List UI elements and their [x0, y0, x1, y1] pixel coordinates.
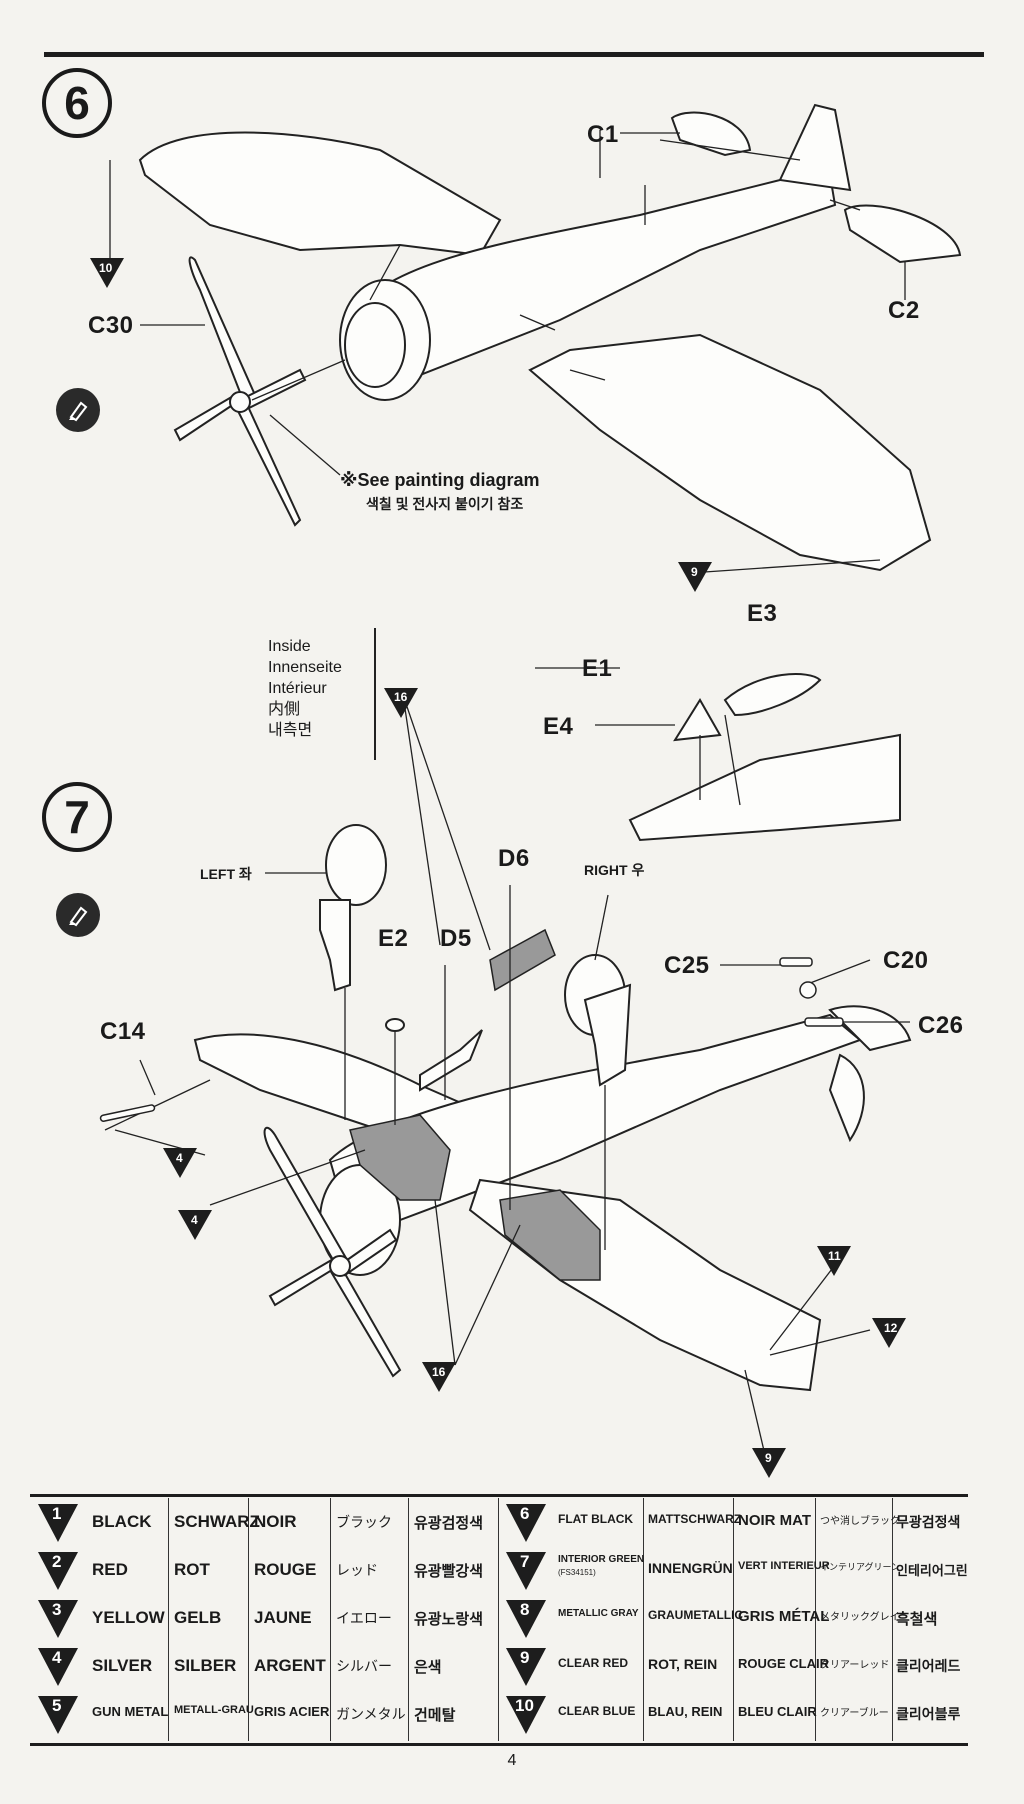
color-row-3: 3 YELLOW GELB JAUNE イエロー 유광노랑색 8 METALLI…: [30, 1594, 968, 1641]
top-rule: [44, 52, 984, 57]
paint-brush-icon-2: [56, 893, 100, 937]
color-badge-3: [38, 1600, 78, 1638]
color-badge-7: [506, 1552, 546, 1590]
color-badge-1: [38, 1504, 78, 1542]
paint-mark-4a: [163, 1148, 197, 1178]
part-c20-label: C20: [883, 947, 929, 974]
painting-note-en: ※See painting diagram: [340, 470, 540, 490]
part-e4-label: E4: [543, 713, 574, 740]
inside-fr: Intérieur: [268, 680, 327, 697]
color-badge-10: [506, 1696, 546, 1734]
inside-jp: 内側: [268, 701, 301, 718]
color-badge-6: [506, 1504, 546, 1542]
step-7-number: 7: [42, 782, 112, 852]
paint-mark-4a-num: 4: [176, 1151, 183, 1165]
color-badge-9: [506, 1648, 546, 1686]
paint-mark-9-num: 9: [691, 565, 698, 579]
table-bottom-rule: [30, 1743, 968, 1746]
paint-mark-12-num: 12: [884, 1321, 898, 1335]
part-d6-label: D6: [498, 845, 530, 872]
part-e3-label: E3: [747, 600, 778, 627]
color-row-1: 1 BLACK SCHWARZ NOIR ブラック 유광검정색 6 FLAT B…: [30, 1498, 968, 1545]
part-c26-label: C26: [918, 1012, 964, 1039]
right-gear-label: RIGHT 우: [584, 862, 645, 878]
paint-mark-11: [817, 1246, 851, 1276]
part-c25-label: C25: [664, 952, 710, 979]
inside-kr: 내측면: [268, 722, 313, 739]
page-number: 4: [507, 1752, 517, 1769]
paint-mark-4b: [178, 1210, 212, 1240]
part-c30-label: C30: [88, 312, 134, 339]
paint-mark-16-num: 16: [432, 1365, 446, 1379]
painting-note-kr: 색칠 및 전사지 붙이기 참조: [366, 496, 524, 512]
color-row-2: 2 RED ROT ROUGE レッド 유광빨강색 7 INTERIOR GRE…: [30, 1546, 968, 1593]
inside-legend: Inside Innenseite Intérieur 内側 내측면: [268, 636, 342, 741]
part-c2-label: C2: [888, 297, 920, 324]
part-d5-label: D5: [440, 925, 472, 952]
color-badge-4: [38, 1648, 78, 1686]
table-top-rule: [30, 1494, 968, 1497]
paint-mark-9b-num: 9: [765, 1451, 772, 1465]
part-e1-label: E1: [582, 655, 613, 682]
part-c14-label: C14: [100, 1018, 146, 1045]
part-e2-label: E2: [378, 925, 409, 952]
paint-mark-9: [678, 562, 712, 592]
color-badge-5: [38, 1696, 78, 1734]
paint-brush-icon: [56, 388, 100, 432]
part-c1-label: C1: [587, 121, 619, 148]
color-badge-8: [506, 1600, 546, 1638]
paint-mark-4b-num: 4: [191, 1213, 198, 1227]
paint-mark-16-inside-num: 16: [394, 690, 408, 704]
paint-mark-10: [90, 258, 124, 288]
left-gear-label: LEFT 좌: [200, 866, 252, 882]
paint-mark-9b: [752, 1448, 786, 1478]
paint-mark-11-num: 11: [828, 1249, 841, 1263]
color-row-5: 5 GUN METAL METALL-GRAU GRIS ACIER ガンメタル…: [30, 1690, 968, 1737]
paint-mark-16-inside: [384, 688, 418, 718]
inside-de: Innenseite: [268, 659, 342, 676]
step-6-number: 6: [42, 68, 112, 138]
paint-mark-10-num: 10: [99, 261, 113, 275]
paint-mark-12: [872, 1318, 906, 1348]
color-badge-2: [38, 1552, 78, 1590]
paint-mark-16: [422, 1362, 456, 1392]
inside-en: Inside: [268, 638, 311, 655]
color-row-4: 4 SILVER SILBER ARGENT シルバー 은색 9 CLEAR R…: [30, 1642, 968, 1689]
